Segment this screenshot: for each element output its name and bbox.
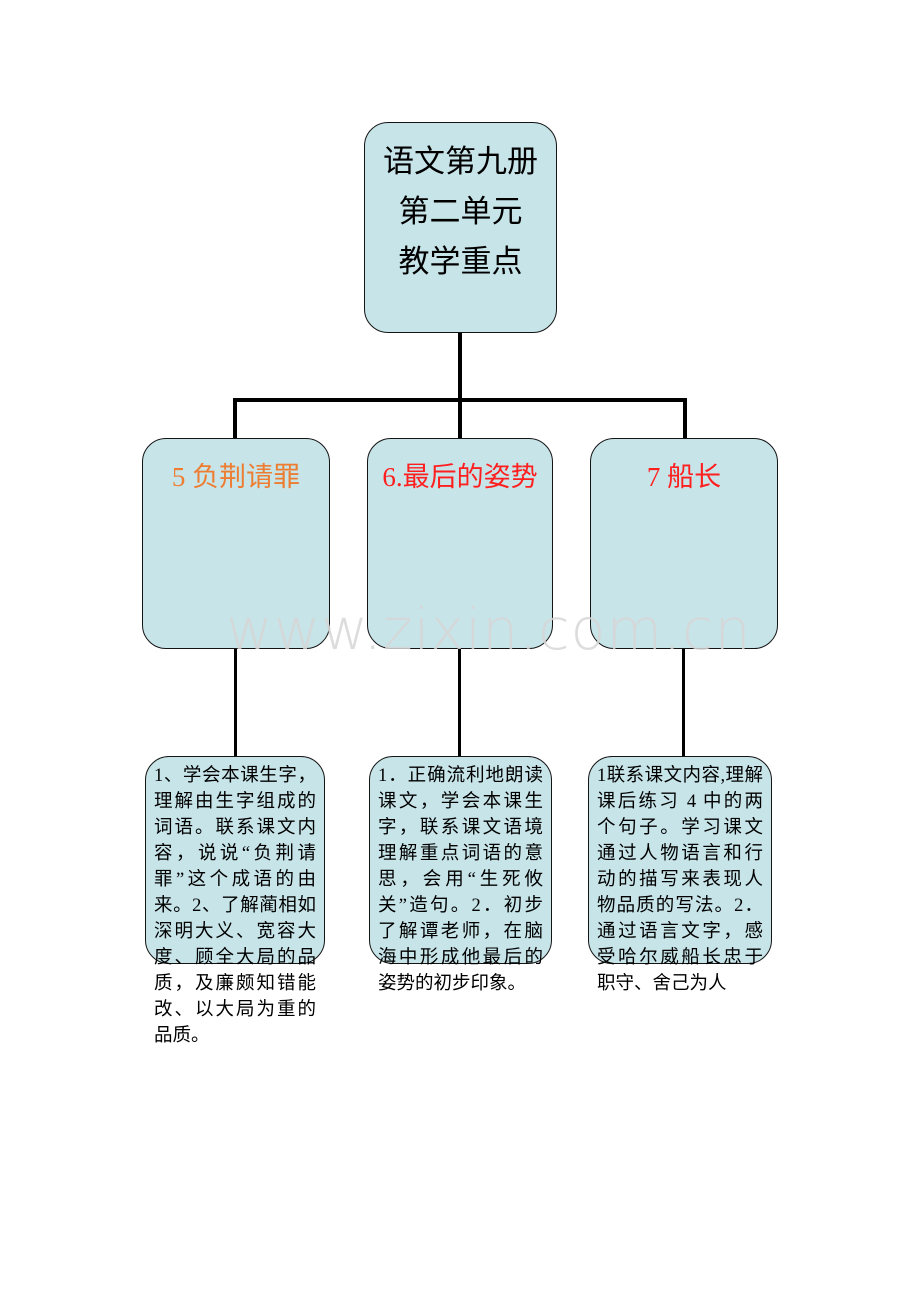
objectives-text: 1联系课文内容,理解课后练习 4 中的两个句子。学习课文通过人物语言和行动的描写… [597,766,763,994]
lesson-title: 5 负荆请罪 [171,462,301,492]
lesson-node-7: 7 船长 [590,438,778,649]
connector-left-drop [233,400,237,440]
lesson-title: 7 船长 [646,462,722,492]
lesson-title: 6.最后的姿势 [382,462,538,492]
lesson-node-5: 5 负荆请罪 [142,438,330,649]
connector-center-drop [458,400,462,440]
root-title-line: 第二单元 [398,194,523,229]
connector-detail-center [458,648,461,758]
objectives-text: 1．正确流利地朗读课文，学会本课生字，联系课文语境理解重点词语的意思，会用“生死… [378,766,543,994]
root-title-line: 语文第九册 [383,144,538,179]
objectives-node-lesson-7: 1联系课文内容,理解课后练习 4 中的两个句子。学习课文通过人物语言和行动的描写… [588,756,772,994]
root-node-unit-teaching-focus: 语文第九册 第二单元 教学重点 [364,122,557,333]
objectives-node-lesson-6: 1．正确流利地朗读课文，学会本课生字，联系课文语境理解重点词语的意思，会用“生死… [369,756,552,994]
objectives-node-lesson-5: 1、学会本课生字，理解由生字组成的词语。联系课文内容，说说“负荆请罪”这个成语的… [145,756,325,1046]
lesson-node-6: 6.最后的姿势 [367,438,553,649]
root-title-line: 教学重点 [398,244,523,279]
connector-detail-right [682,648,685,758]
connector-detail-left [234,648,237,758]
connector-root-vertical [458,331,462,400]
connector-right-drop [683,400,687,440]
objectives-text: 1、学会本课生字，理解由生字组成的词语。联系课文内容，说说“负荆请罪”这个成语的… [154,766,316,1046]
